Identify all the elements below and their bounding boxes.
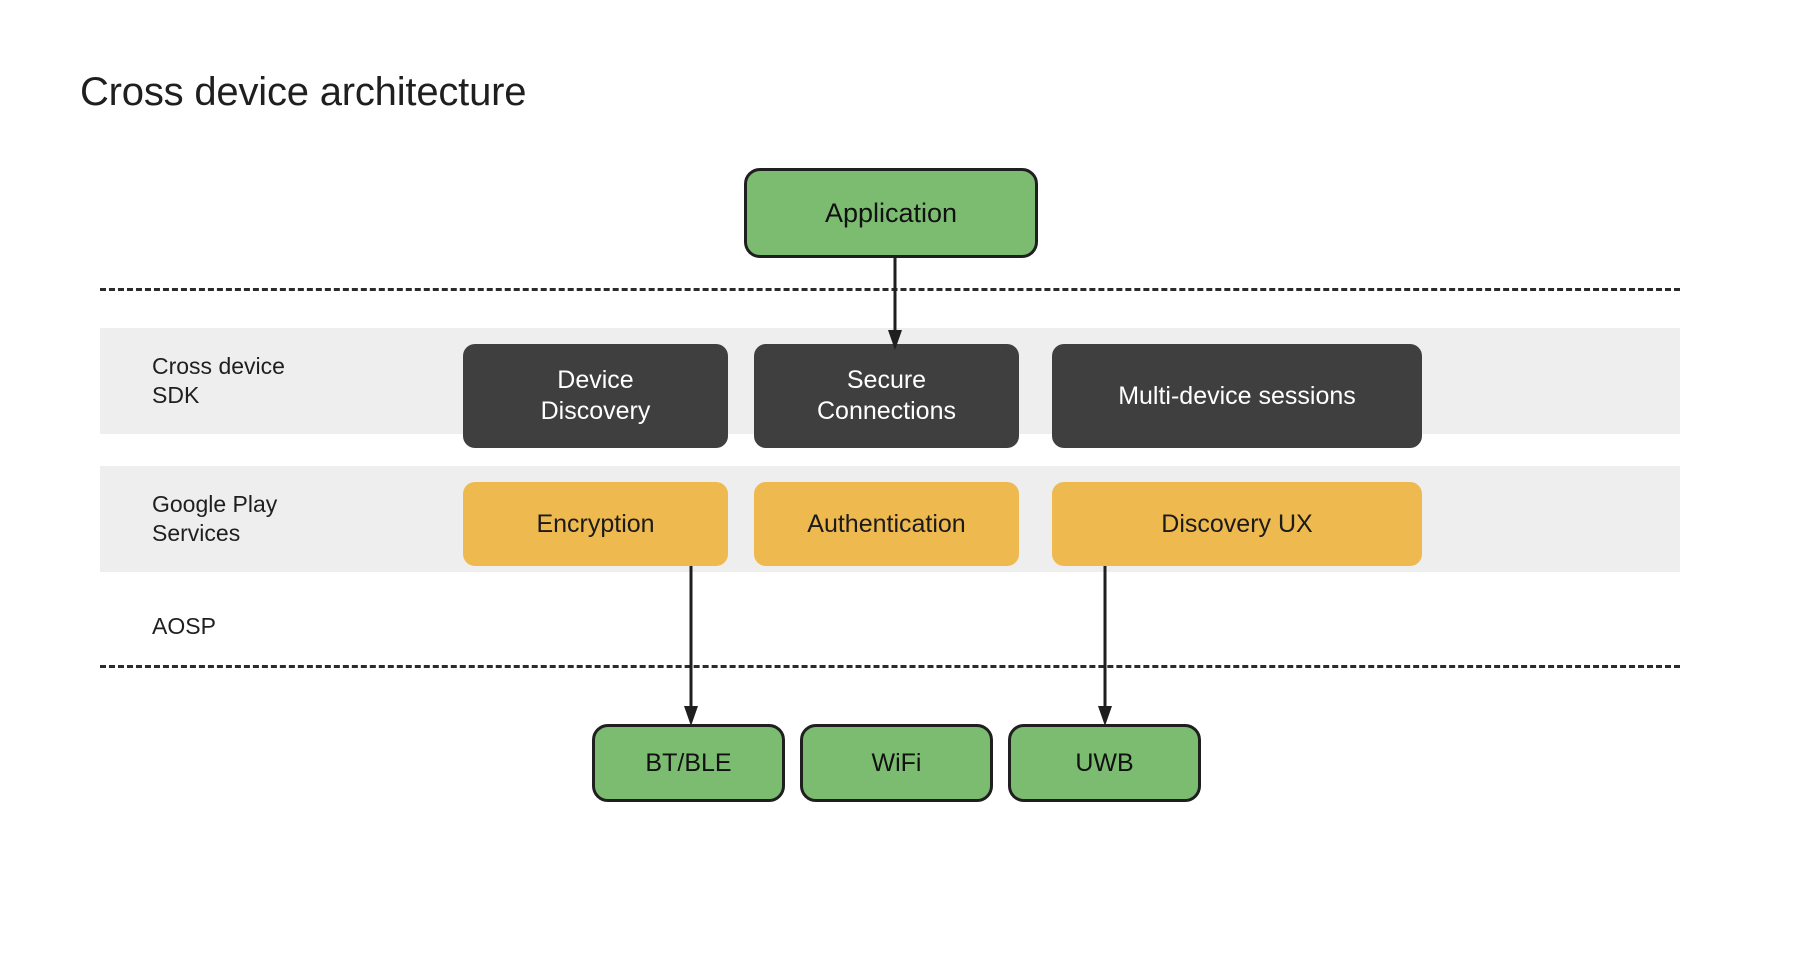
node-authentication[interactable]: Authentication: [754, 482, 1019, 566]
node-device-discovery[interactable]: Device Discovery: [463, 344, 728, 448]
layer-label-aosp: AOSP: [152, 613, 216, 639]
node-application[interactable]: Application: [744, 168, 1038, 258]
arrow-encryption-to-bt-ble: [684, 566, 698, 726]
layer-label-cross-device-sdk: Cross device SDK: [152, 353, 285, 408]
node-secure-connections[interactable]: Secure Connections: [754, 344, 1019, 448]
page-title: Cross device architecture: [80, 70, 527, 114]
node-encryption[interactable]: Encryption: [463, 482, 728, 566]
layer-label-google-play-services: Google Play Services: [152, 491, 278, 546]
node-multi-device-sessions[interactable]: Multi-device sessions: [1052, 344, 1422, 448]
divider-above-sdk-layer: [100, 288, 1680, 291]
node-bt-ble[interactable]: BT/BLE: [592, 724, 785, 802]
arrow-discovery-ux-to-uwb: [1098, 566, 1112, 726]
node-wifi[interactable]: WiFi: [800, 724, 993, 802]
node-discovery-ux[interactable]: Discovery UX: [1052, 482, 1422, 566]
node-uwb[interactable]: UWB: [1008, 724, 1201, 802]
divider-below-aosp-layer: [100, 665, 1680, 668]
